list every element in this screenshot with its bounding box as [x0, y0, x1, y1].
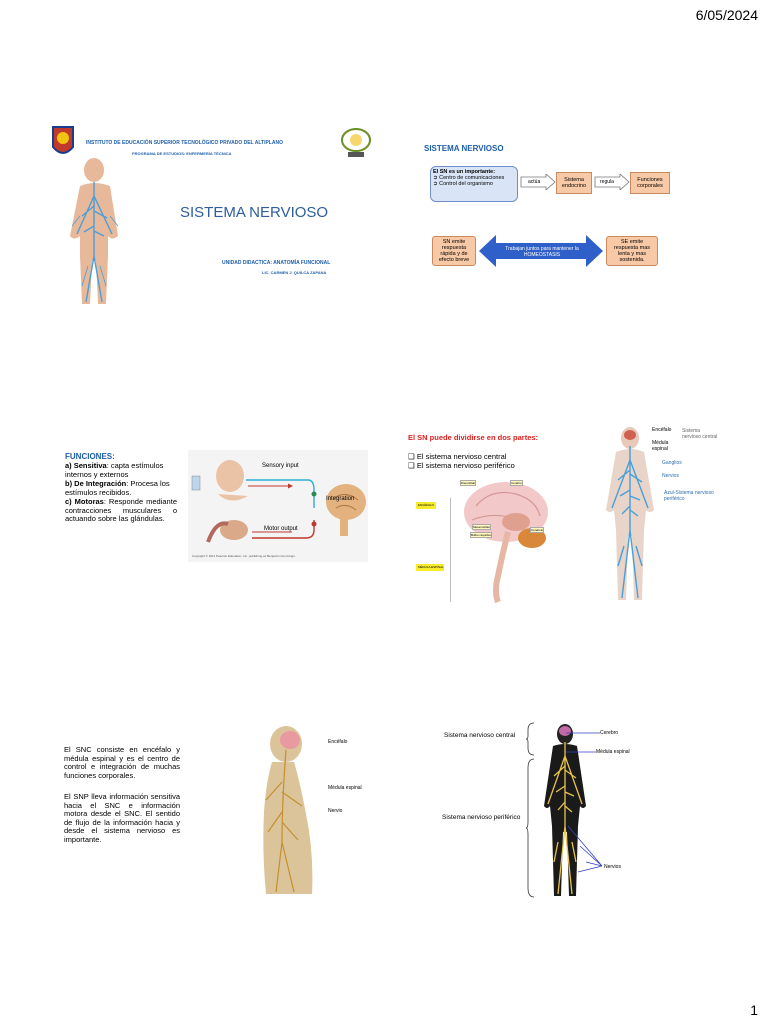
seal-logo-icon [341, 128, 371, 157]
label-snc: Sistema nervioso central [444, 732, 516, 739]
functions-heading: FUNCIONES: [65, 452, 115, 461]
functions-list: a) Sensitiva: capta estímulos internos y… [65, 461, 177, 525]
program-name: PROGRAMA DE ESTUDIOS: ENFERMERÍA TÉCNICA [132, 151, 232, 156]
slide-snc-snp: El SNC consiste en encéfalo y médula esp… [62, 722, 392, 912]
arrow-acts [520, 174, 556, 190]
body-label-encefalo: Encéfalo [652, 427, 672, 433]
arrow-acts-label: actúa [528, 179, 541, 185]
label-snp: Sistema nervioso periférico [442, 814, 521, 821]
part-central: ❑ El sistema nervioso central [408, 452, 507, 461]
pointer-lines [566, 732, 603, 873]
print-date: 6/05/2024 [695, 7, 758, 23]
two-parts-heading: El SN puede dividirse en dos partes: [408, 433, 539, 442]
black-nervous-figure [544, 724, 586, 896]
double-arrow [479, 235, 603, 267]
bracket-snp [526, 758, 535, 898]
slide-title: INSTITUTO DE EDUCACIÓN SUPERIOR TECNOLÓG… [50, 118, 380, 308]
function-sensitive: a) Sensitiva: capta estímulos internos y… [65, 461, 164, 479]
label-encefalo-box: ENCÉFALO [416, 502, 436, 509]
profile-label-nervio: Nervio [328, 808, 343, 814]
important-item-2: ➲ Control del organismo [433, 181, 493, 187]
brain-label-bulbo: Bulbo raquídeo [470, 532, 493, 538]
bracket-snc [526, 722, 535, 756]
body-label-medula: Médula espinal [652, 440, 669, 452]
function-integration: b) De Integración: Procesa los estímulos… [65, 479, 170, 497]
slide-main-title: SISTEMA NERVIOSO [180, 204, 329, 221]
human-nervous-system-figure [70, 158, 119, 304]
motor-output-label: Motor output [264, 526, 298, 532]
didactic-unit: UNIDAD DIDACTICA: ANATOMÍA FUNCIONAL [222, 260, 331, 266]
sensory-input-label: Sensory input [262, 463, 299, 469]
body-label-azul: Azul-Sistema nervioso periférico [664, 490, 714, 502]
double-arrow-label: Trabajan juntos para mantener la HOMEOST… [505, 246, 579, 258]
institute-logo-icon [52, 126, 74, 154]
brain-section-figure [464, 482, 548, 604]
snc-paragraph: El SNC consiste en encéfalo y médula esp… [64, 745, 180, 780]
snp-paragraph: El SNP lleva información sensitiva hacia… [64, 792, 180, 844]
brain-label-cerebelo: Cerebelo [530, 527, 545, 533]
bracket-line [450, 498, 451, 602]
author-name: LIC. CARMEN J. QUILCA ZAPANA [262, 270, 327, 275]
slide2-title: SISTEMA NERVIOSO [424, 144, 504, 153]
slide-two-parts: El SN puede dividirse en dos partes: ❑ E… [404, 420, 734, 610]
slide-nervous-system-overview: SISTEMA NERVIOSO El SN es un importante:… [418, 140, 748, 330]
important-box-title: El SN es un importante: [433, 169, 496, 175]
body-label-ganglios: Ganglios [662, 460, 682, 466]
arrow-regulates-label: regula [600, 179, 614, 185]
slide-functions: FUNCIONES: a) Sensitiva: capta estímulos… [62, 446, 392, 636]
arrow-regulates [594, 174, 630, 190]
label-medula-box: MÉDULA ESPINAL [416, 564, 444, 571]
profile-label-medula: Médula espinal [328, 785, 362, 791]
brain-label-tronco: Mesencéfalo [472, 524, 492, 530]
page-number: 1 [750, 1002, 758, 1018]
brain-label-diencefalo: Diencéfalo [460, 480, 477, 486]
slide-central-peripheral: Sistema nervioso central Sistema nervios… [420, 716, 750, 906]
two-parts-list: ❑ El sistema nervioso central ❑ El siste… [408, 452, 515, 470]
endocrine-box: Sistema endocrino [556, 172, 592, 194]
important-item-1: ➲ Centro de comunicaciones [433, 175, 505, 181]
figure-copyright: Copyright © 2011 Pearson Education, Inc.… [192, 554, 296, 558]
integration-label: Integration [326, 496, 355, 502]
body-label-central: Sistema nervioso central [682, 428, 718, 440]
brain-label-cerebro: Cerebro [510, 480, 523, 486]
sensory-motor-diagram [188, 450, 368, 562]
sn-response-box: SN emite respuesta rápida y de efecto br… [432, 236, 476, 266]
important-box: El SN es un importante: ➲ Centro de comu… [430, 166, 518, 202]
se-response-box: SE emite respuesta mas lenta y mas soste… [606, 236, 658, 266]
label-nervios: Nervios [604, 864, 621, 870]
label-cerebro: Cerebro [600, 730, 619, 736]
body-label-nervios: Nervios [662, 473, 679, 479]
function-motor: c) Motoras: Responde mediante contraccio… [65, 497, 177, 523]
label-medula-espinal: Médula espinal [596, 749, 630, 755]
part-peripheral: ❑ El sistema nervioso periférico [408, 461, 515, 470]
body-nervous-system-figure [606, 427, 654, 600]
human-profile-figure [263, 726, 313, 894]
institute-name: INSTITUTO DE EDUCACIÓN SUPERIOR TECNOLÓG… [86, 140, 283, 146]
body-functions-box: Funciones corporales [630, 172, 670, 194]
profile-label-encefalo: Encéfalo [328, 739, 348, 745]
